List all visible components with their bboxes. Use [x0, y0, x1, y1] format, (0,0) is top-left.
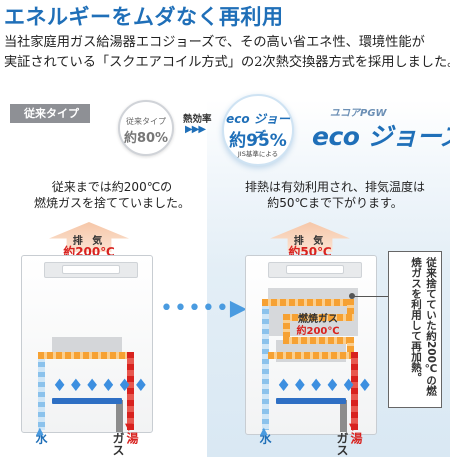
eco-exhaust-label: 排 気	[293, 236, 327, 247]
combustion-gas-label: 燃焼ガス 約200℃	[283, 314, 353, 338]
eco-gas-pipe	[340, 400, 347, 432]
reheat-callout-text: 従来捨てていた約200℃の燃焼ガスを利用して再加熱。	[410, 257, 437, 396]
eco-efficiency-badge: eco ジョーズ 約95% JIS基準による	[222, 94, 294, 166]
eco-coil-pipe-4	[283, 314, 290, 344]
old-gas-label: ガス	[111, 432, 125, 456]
old-burner-flames-icon: ♦♦♦♦♦♦	[52, 376, 150, 396]
eco-hot-water-pipe	[351, 352, 358, 430]
old-exhaust-label: 排 気	[72, 236, 106, 247]
brand-subtitle: ユコアPGW	[330, 108, 387, 119]
efficiency-label: 熱効率	[183, 114, 212, 125]
eco-desc-line-1: 排熱は有効利用され、排気温度は	[244, 180, 426, 194]
eco-coil-pipe-7	[268, 352, 354, 359]
eco-gas-label: ガス	[335, 432, 349, 456]
page-title: エネルギーをムダなく再利用	[4, 4, 284, 29]
eco-cold-water-pipe	[262, 299, 269, 430]
eco-water-label: 水	[258, 432, 272, 444]
old-burner	[52, 398, 122, 404]
old-cold-water-pipe	[38, 352, 45, 430]
eco-hot-label: 湯	[349, 432, 363, 444]
eco-coil-pipe-2	[347, 299, 354, 321]
combustion-gas-temp: 約200℃	[296, 326, 340, 337]
intro-text: 当社家庭用ガス給湯器エコジョーズで、その高い省エネ性、環境性能が 実証されている…	[4, 33, 450, 73]
water-up-arrow-icon: ▲	[260, 426, 268, 437]
eco-desc-line-2: 約50℃まで下がります。	[267, 196, 403, 210]
transition-arrow-icon: •••••▶	[160, 296, 248, 321]
eco-efficiency-value: 約95%	[229, 131, 287, 151]
intro-line-2: 実証されている「スクエアコイル方式」の2次熱交換器方式を採用しました。	[4, 55, 450, 70]
eco-logo-small: eco ジョーズ	[226, 112, 290, 143]
old-type-tab: 従来タイプ	[10, 104, 90, 123]
old-efficiency-value: 約80%	[123, 131, 169, 146]
old-type-description: 従来までは約200℃の 燃焼ガスを捨てていました。	[22, 179, 202, 211]
triple-arrow-icon: ▶▶▶	[185, 124, 206, 135]
combustion-gas-text: 燃焼ガス	[298, 314, 338, 325]
eco-coil-pipe-1	[262, 299, 354, 306]
eco-burner	[276, 398, 346, 404]
eco-coil-pipe-6	[347, 337, 354, 359]
old-efficiency-badge: 従来タイプ 約80%	[118, 100, 174, 156]
old-boiler-vent	[62, 265, 120, 274]
eco-burner-flames-icon: ♦♦♦♦♦♦	[276, 376, 374, 396]
jis-note: JIS基準による	[237, 150, 279, 158]
hot-down-arrow-icon: ▼	[125, 422, 133, 433]
old-hot-water-pipe	[127, 352, 134, 430]
old-water-flow-pipe	[38, 352, 131, 359]
old-hot-label: 湯	[125, 432, 139, 444]
eco-boiler-vent	[286, 265, 344, 274]
eco-coil-pipe-3	[283, 314, 354, 321]
eco-type-description: 排熱は有効利用され、排気温度は 約50℃まで下がります。	[228, 179, 442, 211]
water-up-arrow-icon: ▲	[36, 426, 44, 437]
eco-jozu-logo: eco ジョーズ	[312, 122, 450, 151]
old-desc-line-1: 従来までは約200℃の	[51, 180, 173, 194]
hot-down-arrow-icon: ▼	[349, 422, 357, 433]
old-water-label: 水	[34, 432, 48, 444]
old-gas-pipe	[116, 400, 123, 432]
old-efficiency-label: 従来タイプ	[126, 117, 166, 126]
callout-leader-line	[352, 296, 388, 297]
eco-coil-pipe-5	[283, 337, 354, 344]
reheat-callout-box: 従来捨てていた約200℃の燃焼ガスを利用して再加熱。	[388, 251, 442, 408]
old-desc-line-2: 燃焼ガスを捨てていました。	[33, 196, 190, 210]
intro-line-1: 当社家庭用ガス給湯器エコジョーズで、その高い省エネ性、環境性能が	[4, 35, 425, 50]
